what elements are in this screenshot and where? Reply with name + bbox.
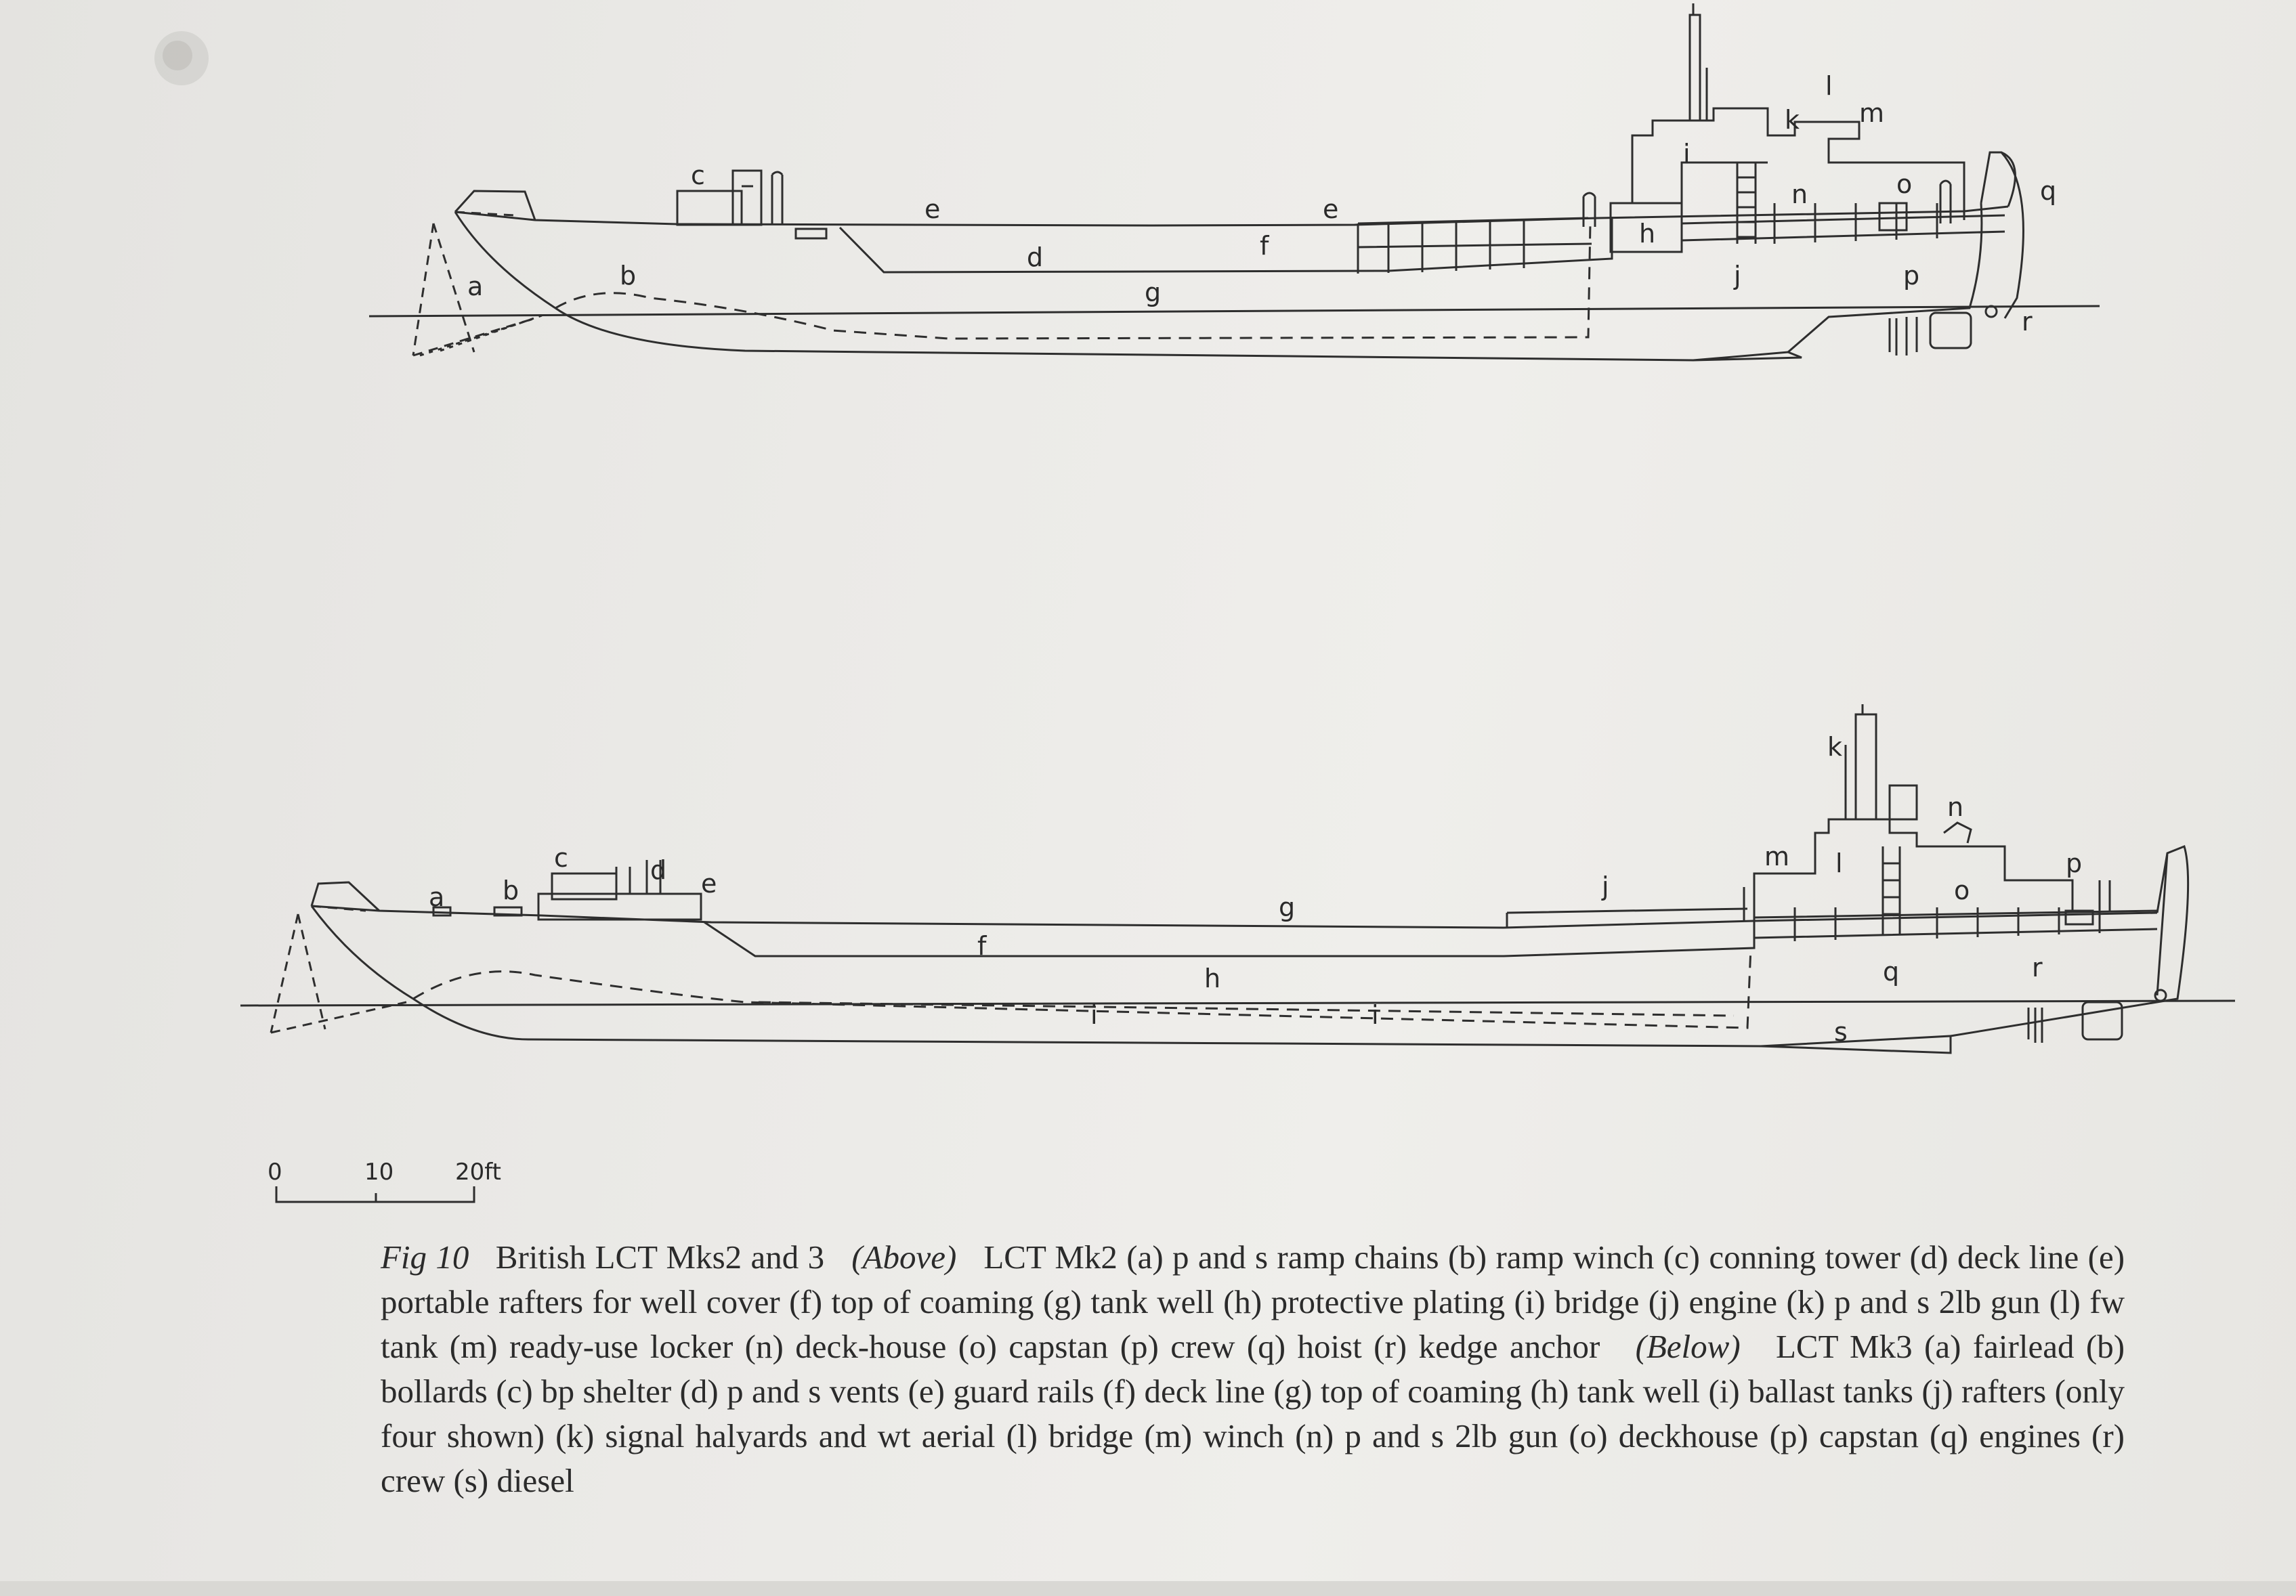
mk3-labels: a b c d e f g h i i j k l m n o p q r s [429,732,2082,1047]
lct-mk3-diagram [240,704,2236,1054]
mk2-label-j: j [1733,261,1741,290]
mk3-bridge [1753,818,2074,911]
mk3-label-j: j [1601,871,1609,901]
mk2-label-b: b [620,261,636,290]
mk2-conning-tower [676,190,743,226]
mk2-deck [454,205,2009,227]
mk3-label-g: g [1279,892,1295,922]
waterline-bottom [240,999,2236,1007]
mk2-bridge [1631,107,1965,220]
mk3-mast [1844,704,1877,819]
mk3-label-e: e [701,869,717,899]
mk2-label-e2: e [1323,194,1338,224]
mk2-label-l: l [1825,71,1833,101]
lct-mk2-diagram [368,3,2100,362]
mk3-label-i1: i [1090,1000,1098,1030]
caption-below: (Below) [1635,1328,1741,1365]
mk2-label-n: n [1791,179,1808,209]
caption-above: (Above) [851,1238,957,1276]
mk3-label-d: d [650,855,666,885]
mk2-label-d: d [1027,242,1043,272]
mk3-deck [311,905,2158,929]
caption-mk2-legend: LCT Mk2 (a) p and s ramp chains (b) ramp… [381,1238,2125,1365]
mk2-label-c: c [691,160,705,190]
page-edge-shadow [0,1581,2296,1596]
mk2-engine-house [1609,202,1683,253]
mk2-label-k: k [1785,105,1800,135]
mk2-label-i: i [1683,139,1691,169]
mk2-label-f: f [1260,231,1270,261]
scale-bar: 0 10 20ft [268,1159,501,1203]
mk2-labels: a b c d e e f g h i j k l m n o p q r [467,71,2056,337]
mk2-hull-bottom [555,307,1802,362]
mk3-label-f: f [977,931,987,961]
mk3-label-q: q [1883,957,1899,987]
page-blemish [154,31,209,85]
mk3-label-l: l [1835,848,1843,878]
mk3-label-h: h [1204,964,1220,993]
mk2-label-r: r [2022,307,2033,337]
mk2-label-h: h [1639,219,1655,249]
mk2-label-a: a [467,272,483,301]
caption-fig-number: Fig 10 [381,1238,469,1276]
mk2-label-g: g [1145,278,1161,307]
mk3-label-k: k [1827,732,1842,762]
mk3-label-n: n [1947,792,1963,822]
scale-tick-20: 20ft [455,1159,501,1186]
figure-caption: Fig 10 British LCT Mks2 and 3 (Above) LC… [381,1235,2125,1503]
mk3-label-r: r [2032,953,2043,983]
mk3-label-s: s [1834,1017,1848,1047]
mk3-label-i2: i [1372,1000,1379,1030]
mk2-label-o: o [1896,169,1912,199]
waterline-top [368,305,2100,318]
mk3-stern [1950,844,2190,1037]
mk2-label-m: m [1859,98,1884,128]
mk2-label-p: p [1903,261,1919,290]
mk2-ramp [454,190,556,309]
mk3-label-o: o [1954,876,1970,905]
mk3-hull-bottom [412,997,1952,1054]
mk3-coaming [704,907,1756,957]
mk3-label-p: p [2066,848,2082,878]
scale-tick-0: 0 [268,1159,282,1186]
mk3-ramp [310,881,414,1000]
mk2-label-q: q [2040,176,2056,206]
caption-mk3-legend: LCT Mk3 (a) fairlead (b) bollards (c) bp… [381,1328,2125,1499]
mk3-label-c: c [554,843,568,873]
caption-title: British LCT Mks2 and 3 [495,1238,825,1276]
mk3-label-b: b [503,876,519,905]
mk2-mast [1688,3,1708,121]
mk3-label-a: a [429,882,444,912]
mk3-label-m: m [1764,842,1789,871]
mk2-label-e1: e [924,194,940,224]
scale-tick-10: 10 [364,1159,394,1186]
